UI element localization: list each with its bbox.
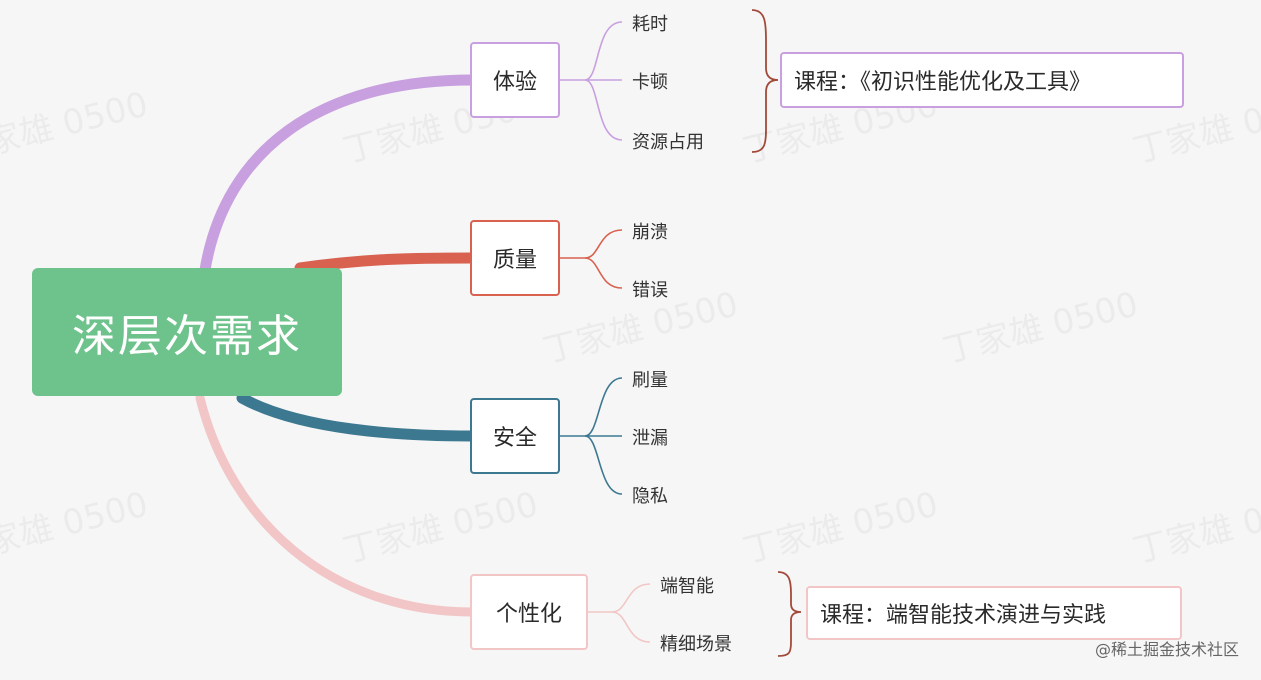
subtopic-leak[interactable]: 泄漏 [632,428,668,449]
subtopic-error[interactable]: 错误 [632,280,668,301]
topic-experience[interactable]: 体验 [470,42,560,118]
course-summary-on-device-ai[interactable]: 课程：端智能技术演进与实践 [806,586,1182,640]
branch-connector-personalization [195,393,477,617]
subtopic-fine-grained-scenes[interactable]: 精细场景 [660,634,732,655]
topic-quality[interactable]: 质量 [470,220,560,296]
subtopic-fake-traffic[interactable]: 刷量 [632,370,668,391]
topic-security[interactable]: 安全 [470,398,560,474]
subtopic-time-cost[interactable]: 耗时 [632,14,668,35]
subtopic-privacy[interactable]: 隐私 [632,486,668,507]
course-summary-performance[interactable]: 课程：《初识性能优化及工具》 [780,52,1184,108]
subtopic-jank[interactable]: 卡顿 [632,72,668,93]
summary-brace-experience [751,9,779,153]
subtopic-crash[interactable]: 崩溃 [632,222,668,243]
leaf-connectors-security [560,377,623,495]
leaf-connectors-personalization [588,583,651,643]
branch-connector-experience [199,74,478,276]
subtopic-resource-usage[interactable]: 资源占用 [632,132,704,153]
branch-connector-security [236,392,478,442]
branch-connector-quality [294,252,478,274]
root-topic[interactable]: 深层次需求 [32,268,342,396]
topic-personalization[interactable]: 个性化 [470,574,588,650]
subtopic-on-device-ai[interactable]: 端智能 [660,576,714,597]
leaf-connectors-quality [560,229,623,289]
source-credit: @稀土掘金技术社区 [1094,640,1239,659]
summary-brace-personalization [777,571,802,657]
leaf-connectors-experience [560,21,623,141]
